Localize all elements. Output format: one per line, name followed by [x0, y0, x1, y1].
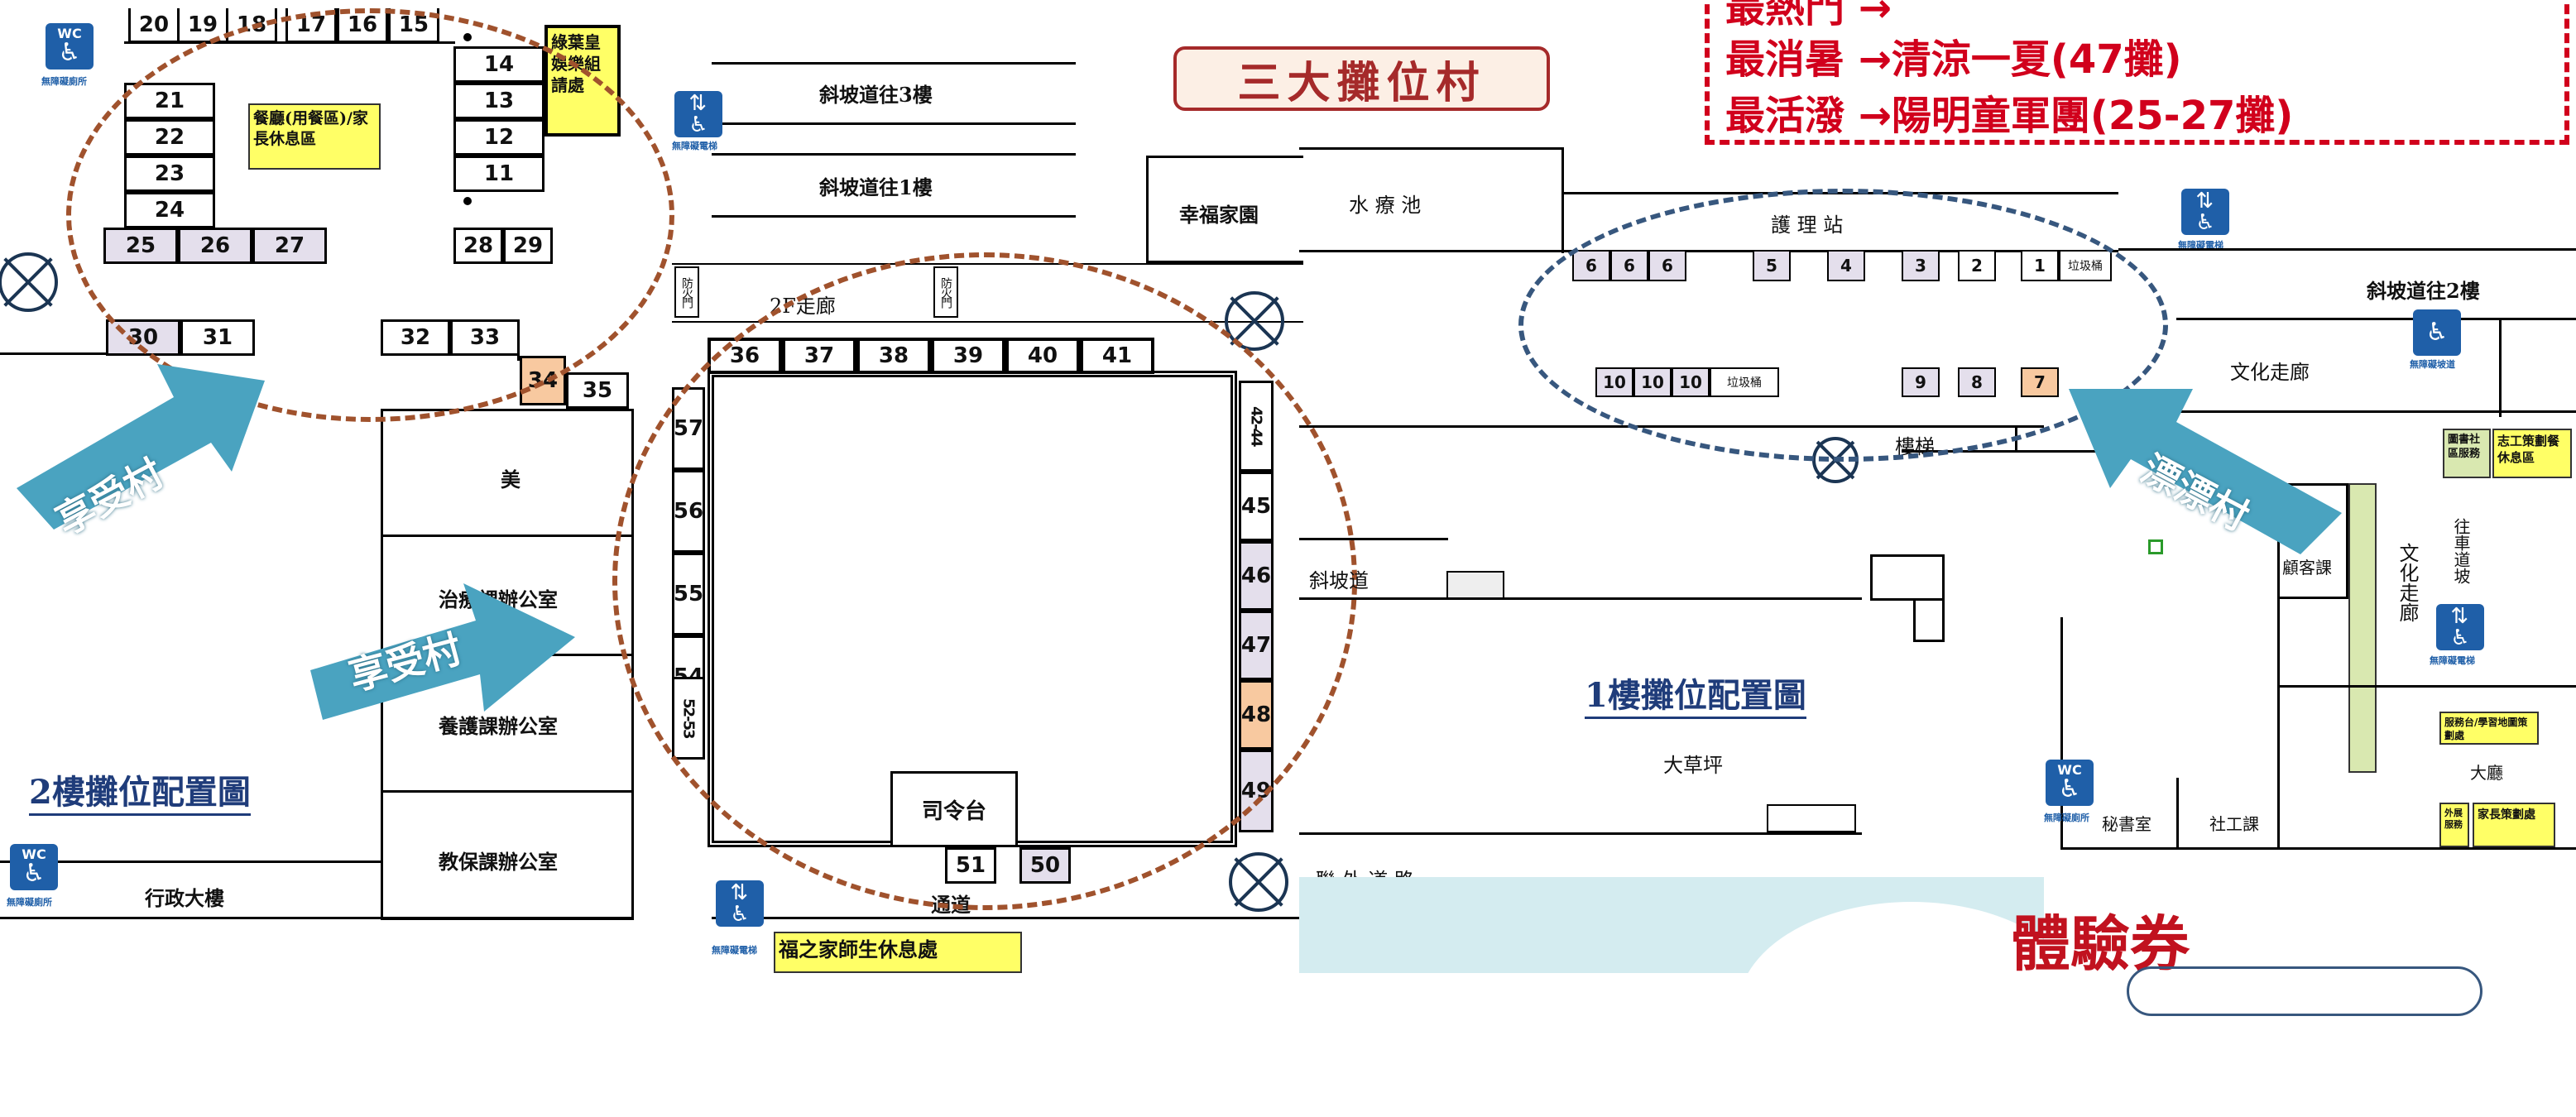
window-text: 顧客課 [2282, 558, 2332, 578]
culture-corridor-strip [2348, 483, 2377, 773]
wall [712, 153, 1076, 156]
vertical-text: 往車道坡 [2451, 518, 2471, 584]
ramp-to-3f: 斜坡道往3樓 [819, 83, 933, 107]
wall [1299, 597, 1862, 600]
no-entry-icon [1229, 852, 1288, 912]
fire-door-left: 防火門 [674, 266, 699, 318]
wall [2176, 778, 2179, 847]
ramp: 斜坡道 [1309, 569, 1369, 592]
accessible-elevator-icon: ⇅♿ [2436, 604, 2484, 650]
structure [1870, 554, 1945, 601]
wall [381, 790, 634, 793]
wall [2176, 410, 2576, 413]
village-boundary-square [612, 252, 1357, 910]
teacher-lounge: 福之家師生休息處 [774, 932, 1022, 973]
room-education: 教保課辦公室 [439, 850, 558, 874]
village-boundary-floor1 [1518, 189, 2168, 462]
booth-35[interactable]: 35 [566, 372, 629, 409]
wall [2060, 847, 2576, 850]
wall [381, 535, 634, 537]
hydrotherapy-pool [1299, 147, 1564, 253]
village-arrow-right [2069, 389, 2342, 554]
wall [1902, 450, 2117, 453]
highlight-line-top: 最熱門 → [1725, 0, 1892, 31]
village-boundary-top [66, 8, 674, 422]
no-entry-icon [1225, 291, 1284, 351]
accessible-elevator-label: 無障礙電梯 [2178, 240, 2223, 251]
hall: 大廳 [2470, 763, 2503, 783]
three-villages-title: 三大攤位村 [1173, 46, 1550, 111]
floor1-map-title: 1樓攤位配置圖 [1585, 669, 1806, 719]
wall [2277, 599, 2280, 847]
booth-20[interactable]: 20 [128, 8, 180, 43]
highlight-line-liveliest: 最活潑 →陽明童軍團(25-27攤) [1725, 93, 2294, 139]
accessible-ramp-label: 無障礙坡道 [2410, 359, 2455, 370]
ramp-to-1f: 斜坡道往1樓 [819, 175, 933, 199]
wall [712, 917, 1303, 919]
voucher-card-edge [2127, 966, 2482, 1016]
village-arrow-left-mid [310, 583, 575, 720]
green-marker [2148, 539, 2163, 554]
accessible-elevator-icon: ⇅♿ [2181, 189, 2229, 235]
wall [0, 861, 381, 863]
floor2-map-title: 2樓攤位配置圖 [29, 765, 251, 816]
happy-garden-room [1146, 156, 1303, 263]
ramp-block [1446, 571, 1504, 599]
wc-label: WC [22, 846, 46, 862]
accessible-ramp-icon: ♿ [2413, 309, 2461, 356]
accessible-toilet-label: 無障礙廁所 [41, 76, 87, 87]
wall [0, 352, 106, 355]
admin-building: 行政大樓 [145, 886, 224, 910]
no-entry-icon [0, 252, 58, 312]
wall [0, 917, 634, 919]
highlight-line-coolest: 最消暑 →清涼一夏(47攤) [1725, 36, 2182, 83]
accessible-elevator-label: 無障礙電梯 [712, 945, 757, 956]
pool-label: 水 療 池 [1349, 194, 1422, 217]
culture-corridor: 文化走廊 [2230, 361, 2310, 384]
accessible-elevator-icon: ⇅♿ [716, 880, 764, 927]
accessible-toilet-icon: WC♿ [46, 23, 94, 70]
accessible-elevator-label: 無障礙電梯 [2430, 655, 2475, 666]
wall [2118, 248, 2576, 251]
wall [2499, 318, 2502, 417]
lawn: 大草坪 [1663, 754, 1723, 777]
wc-label: WC [57, 26, 82, 41]
social-work: 社工課 [2209, 814, 2259, 834]
accessible-toilet-label: 無障礙廁所 [2044, 813, 2089, 823]
wall [712, 122, 1076, 125]
outreach-box: 外展服務 [2439, 803, 2469, 847]
happy-garden: 幸福家園 [1179, 203, 1259, 227]
wall [2060, 617, 2063, 847]
accessible-elevator-icon: ⇅♿ [674, 91, 722, 137]
wall [2176, 318, 2576, 320]
volunteer-rest: 志工策劃餐休息區 [2492, 429, 2572, 478]
library-box: 圖書社區服務 [2443, 429, 2491, 478]
wall [2277, 685, 2576, 688]
wall [712, 215, 1076, 218]
highlight-box [1705, 0, 2569, 145]
service-desk-box: 服務台/學習地圖策劃處 [2439, 712, 2539, 745]
room-beauty: 美 [501, 467, 520, 491]
wc-label: WC [2057, 762, 2082, 778]
village-arrow-left-top [17, 364, 265, 530]
accessible-toilet-icon: WC♿ [2046, 760, 2094, 806]
wall [1299, 832, 1862, 835]
accessible-toilet-label: 無障礙廁所 [7, 897, 52, 908]
culture-corridor-vertical: 文化走廊 [2396, 543, 2419, 622]
accessible-toilet-icon: WC♿ [10, 844, 58, 890]
ramp-to-2f: 斜坡道往2樓 [2367, 279, 2480, 303]
parent-planning-box: 家長策劃處 [2473, 803, 2555, 847]
structure [1767, 804, 1856, 832]
wall [712, 62, 1076, 65]
structure [1913, 601, 1945, 642]
secretary-room: 秘書室 [2102, 814, 2151, 834]
accessible-elevator-label: 無障礙電梯 [672, 141, 717, 151]
room-care: 養護課辦公室 [439, 714, 558, 738]
wall [1299, 538, 1448, 540]
